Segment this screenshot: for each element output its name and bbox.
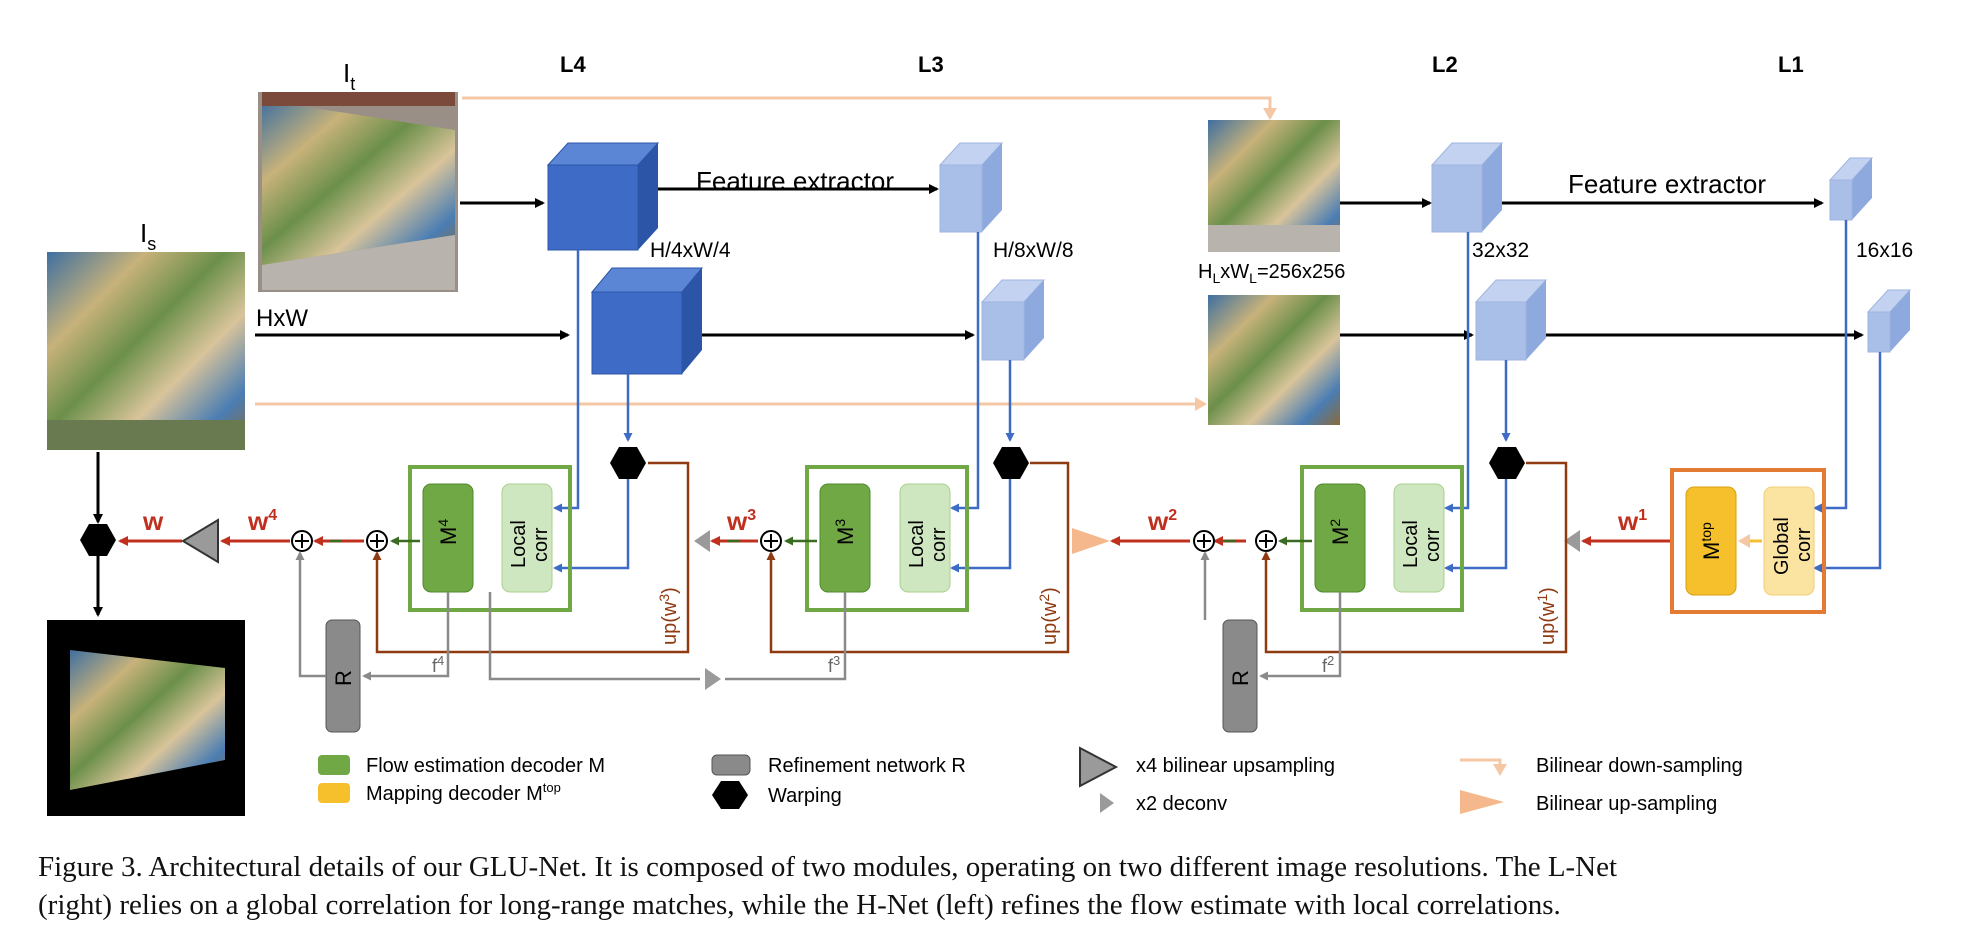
feature-cube-l1-target	[1828, 157, 1874, 221]
target-image-label: It	[343, 58, 355, 94]
size-label-h4: H/4xW/4	[650, 239, 731, 262]
caption-line-1: Figure 3. Architectural details of our G…	[38, 851, 1618, 883]
sum-icon	[1193, 530, 1215, 552]
svg-text:R: R	[1228, 670, 1253, 686]
size-label-32: 32x32	[1472, 239, 1529, 262]
warp-icon-final	[80, 524, 116, 556]
feature-cube-l1-source	[1866, 289, 1912, 353]
decoder-m2-label: M2	[1327, 519, 1353, 545]
source-image	[47, 252, 245, 450]
decoder-m3-label: M3	[832, 519, 858, 545]
local-corr-l3-line2: corr	[928, 527, 950, 562]
x2-deconv-icons	[694, 530, 1580, 690]
bilinear-upsampling-icon	[1072, 528, 1110, 554]
local-corr-l4-line2: corr	[530, 527, 552, 562]
size-label-h8: H/8xW/8	[993, 239, 1074, 262]
local-corr-l2-line1: Local	[1400, 520, 1422, 568]
local-corr-l4-line1: Local	[508, 520, 530, 568]
sum-icon	[760, 530, 782, 552]
level-label-l4: L4	[560, 52, 586, 77]
feature-cube-l2-source	[1474, 279, 1548, 361]
decoder-block-l3	[805, 465, 969, 612]
sum-nodes	[291, 530, 1277, 552]
mapping-decoder-block-l1	[1670, 468, 1826, 614]
global-corr-line1: Global	[1771, 517, 1793, 575]
refinement-network-l: R	[1222, 619, 1258, 733]
flow-label-w1: w1	[1617, 506, 1647, 536]
feature-label-f2: f2	[1322, 653, 1334, 676]
legend-warping: Warping	[768, 785, 842, 807]
legend-swatch-flow-decoder	[318, 755, 350, 775]
source-image-label: Is	[140, 218, 156, 254]
decoder-mtop-label: Mtop	[1698, 522, 1724, 560]
legend-x2-deconv: x2 deconv	[1136, 793, 1227, 815]
size-label-16: 16x16	[1856, 239, 1913, 262]
decoder-block-l2	[1300, 465, 1464, 612]
feature-extractor-label-h: Feature extractor	[696, 166, 894, 196]
warped-output-image	[47, 620, 245, 816]
flow-label-w4: w4	[247, 506, 277, 536]
feature-cube-l3-source	[980, 279, 1046, 361]
upsampled-flow-paths	[372, 461, 1568, 654]
feature-cube-l2-target	[1430, 142, 1504, 233]
legend-flow-decoder: Flow estimation decoder M	[366, 755, 605, 777]
warping-hexagons	[80, 447, 1525, 556]
source-image-lowres	[1208, 295, 1340, 425]
legend-swatch-refinement	[711, 754, 751, 776]
figure-caption: Figure 3. Architectural details of our G…	[38, 848, 1938, 924]
target-image-lowres	[1208, 120, 1340, 252]
legend-up-sampling-icon	[1460, 790, 1504, 814]
caption-line-2: (right) relies on a global correlation f…	[38, 889, 1561, 921]
up-w3-label: up(w3)	[656, 587, 681, 645]
warp-icon-l4	[610, 447, 646, 479]
level-label-l1: L1	[1778, 52, 1804, 77]
local-corr-l2-line2: corr	[1422, 527, 1444, 562]
bilinear-downsampling-arrow	[462, 96, 1277, 120]
decoder-m4-label: M4	[435, 519, 461, 545]
flow-label-w3: w3	[726, 506, 756, 536]
flow-label-w2: w2	[1147, 506, 1177, 536]
size-label-hl: HLxWL=256x256	[1198, 261, 1345, 286]
legend-down-sampling-icon	[1460, 758, 1507, 776]
legend-x4-upsampling: x4 bilinear upsampling	[1136, 755, 1335, 777]
legend-bilinear-down: Bilinear down-sampling	[1536, 755, 1743, 777]
legend-warping-icon	[712, 781, 748, 809]
feature-extractor-label-l: Feature extractor	[1568, 169, 1766, 199]
feature-arrows	[93, 184, 1864, 617]
architecture-diagram: It Is L4 L3 L2 L1 Feature extractor Feat…	[47, 52, 1913, 816]
legend-refinement: Refinement network R	[768, 755, 966, 777]
up-w1-label: up(w1)	[1534, 587, 1559, 645]
decoder-block-l4	[408, 465, 572, 612]
feature-cube-l3-target	[938, 142, 1004, 233]
size-label-hw: HxW	[256, 305, 308, 332]
feature-cube-l4-target	[546, 142, 660, 251]
target-image	[258, 92, 458, 292]
local-corr-l3-line1: Local	[906, 520, 928, 568]
feature-label-f4: f4	[432, 653, 444, 676]
warp-icon-l3	[993, 447, 1029, 479]
level-label-l2: L2	[1432, 52, 1458, 77]
level-label-l3: L3	[918, 52, 944, 77]
sum-icon	[1255, 530, 1277, 552]
x4-upsampling-icon	[181, 518, 219, 564]
warp-icon-l2	[1489, 447, 1525, 479]
blue-connections	[553, 220, 1882, 573]
legend-x2-deconv-icon	[1100, 793, 1114, 813]
global-corr-line2: corr	[1793, 527, 1815, 562]
legend-swatch-mapping-decoder	[318, 783, 350, 803]
gray-feature-lines	[295, 551, 1342, 681]
sum-icon	[366, 530, 388, 552]
feature-cube-l4-source	[590, 267, 704, 375]
legend-x4-upsampling-icon	[1079, 746, 1119, 788]
refinement-network-h: R	[325, 619, 361, 733]
legend-mapping-decoder: Mapping decoder Mtop	[366, 780, 561, 805]
sum-icon	[291, 530, 313, 552]
svg-text:R: R	[331, 670, 356, 686]
flow-label-w: w	[142, 506, 164, 536]
feature-label-f3: f3	[828, 653, 840, 676]
up-w2-label: up(w2)	[1036, 587, 1061, 645]
legend: Flow estimation decoder M Mapping decode…	[318, 746, 1743, 815]
legend-bilinear-up: Bilinear up-sampling	[1536, 793, 1717, 815]
